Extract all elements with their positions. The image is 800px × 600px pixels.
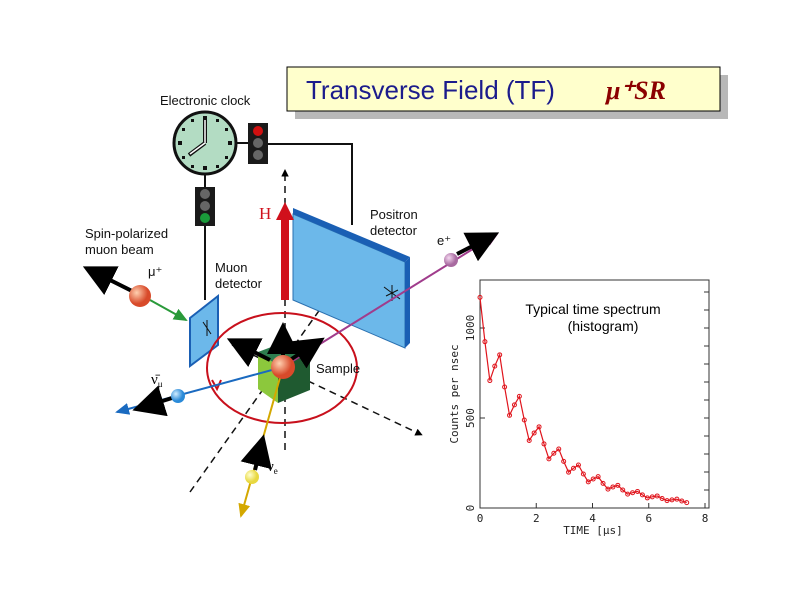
data-point bbox=[684, 500, 690, 506]
data-point bbox=[492, 363, 498, 369]
chart-subtitle: (histogram) bbox=[568, 318, 639, 334]
muon-symbol: μ⁺ bbox=[148, 264, 162, 279]
data-point bbox=[575, 462, 581, 468]
data-point bbox=[516, 393, 522, 399]
y-tick-label: 500 bbox=[464, 408, 477, 428]
data-point bbox=[502, 384, 508, 390]
chart-title: Typical time spectrum bbox=[525, 301, 660, 317]
neutrino-symbol: νe bbox=[267, 459, 278, 476]
antineutrino-track bbox=[115, 366, 284, 415]
data-point bbox=[630, 490, 636, 496]
positron-detector bbox=[292, 208, 410, 349]
beam-track bbox=[149, 299, 188, 321]
muon-detector-label-1: Muon bbox=[215, 260, 248, 275]
data-point bbox=[487, 378, 493, 384]
data-point bbox=[546, 456, 552, 462]
data-point bbox=[571, 465, 577, 471]
title-box: Transverse Field (TF) μ⁺SR bbox=[286, 66, 728, 119]
plot-frame bbox=[479, 279, 710, 509]
data-point bbox=[566, 469, 572, 475]
x-axis-label: TIME [μs] bbox=[563, 524, 623, 537]
data-point bbox=[536, 424, 542, 430]
data-point bbox=[635, 488, 640, 494]
spin-arrows bbox=[82, 232, 500, 471]
data-series-line bbox=[479, 297, 687, 504]
muon-in-sample-icon bbox=[271, 355, 295, 379]
x-tick-label: 2 bbox=[533, 512, 540, 525]
data-point bbox=[649, 494, 655, 500]
data-point bbox=[556, 446, 562, 452]
data-point bbox=[600, 480, 606, 486]
x-tick-label: 8 bbox=[702, 512, 709, 525]
antineutrino-symbol: ν̄μ bbox=[151, 372, 163, 389]
data-point bbox=[644, 495, 650, 501]
clock-label: Electronic clock bbox=[160, 93, 251, 108]
y-axis-label: Counts per nsec bbox=[448, 344, 461, 443]
data-point bbox=[561, 458, 567, 464]
x-tick-label: 4 bbox=[589, 512, 596, 525]
data-point bbox=[511, 402, 517, 408]
muon-detector-label-2: detector bbox=[215, 276, 263, 291]
data-point bbox=[482, 339, 488, 345]
neutrino-icon bbox=[245, 470, 259, 484]
positron-detector-label-1: Positron bbox=[370, 207, 418, 222]
positron-symbol: e⁺ bbox=[437, 233, 451, 248]
stop-light-icon bbox=[248, 123, 268, 164]
go-light-icon bbox=[195, 187, 215, 226]
data-point bbox=[595, 474, 601, 480]
x-tick-label: 0 bbox=[477, 512, 484, 525]
title-text: Transverse Field (TF) bbox=[306, 75, 555, 105]
y-tick-label: 1000 bbox=[464, 315, 477, 342]
data-point bbox=[679, 498, 685, 504]
data-point bbox=[620, 487, 626, 493]
data-point bbox=[521, 417, 527, 423]
data-point bbox=[585, 479, 591, 485]
data-point bbox=[590, 476, 596, 482]
data-point bbox=[605, 486, 611, 492]
data-point bbox=[580, 471, 586, 477]
field-arrow bbox=[276, 202, 294, 300]
beam-label-2: muon beam bbox=[85, 242, 154, 257]
positron-detector-label-2: detector bbox=[370, 223, 418, 238]
time-spectrum-chart: Typical time spectrum (histogram) TIME [… bbox=[448, 279, 710, 537]
data-point bbox=[674, 496, 680, 502]
data-point bbox=[664, 498, 670, 504]
data-point bbox=[551, 450, 557, 456]
precession-orbit bbox=[206, 312, 358, 424]
muon-detector bbox=[189, 293, 219, 368]
x-tick-label: 6 bbox=[645, 512, 652, 525]
y-tick-label: 0 bbox=[464, 505, 477, 512]
data-point bbox=[531, 430, 537, 436]
positron-icon bbox=[444, 253, 458, 267]
data-point bbox=[639, 492, 645, 498]
precession-direction-icon bbox=[211, 379, 222, 392]
clock-icon bbox=[172, 110, 238, 176]
wires bbox=[204, 142, 353, 300]
data-point bbox=[669, 497, 675, 503]
incoming-muon-icon bbox=[129, 285, 151, 307]
data-point bbox=[625, 491, 631, 497]
data-point bbox=[507, 412, 513, 418]
data-point bbox=[654, 493, 660, 499]
data-point bbox=[615, 482, 621, 488]
data-point bbox=[497, 352, 503, 358]
data-point bbox=[541, 441, 547, 447]
data-point bbox=[526, 438, 532, 443]
title-symbol: μ⁺SR bbox=[604, 76, 666, 105]
antineutrino-icon bbox=[171, 389, 185, 403]
field-label: H bbox=[259, 204, 271, 223]
data-point bbox=[610, 484, 616, 490]
beam-label-1: Spin-polarized bbox=[85, 226, 168, 241]
sample-label: Sample bbox=[316, 361, 360, 376]
data-point bbox=[659, 495, 665, 501]
data-point bbox=[477, 294, 483, 300]
